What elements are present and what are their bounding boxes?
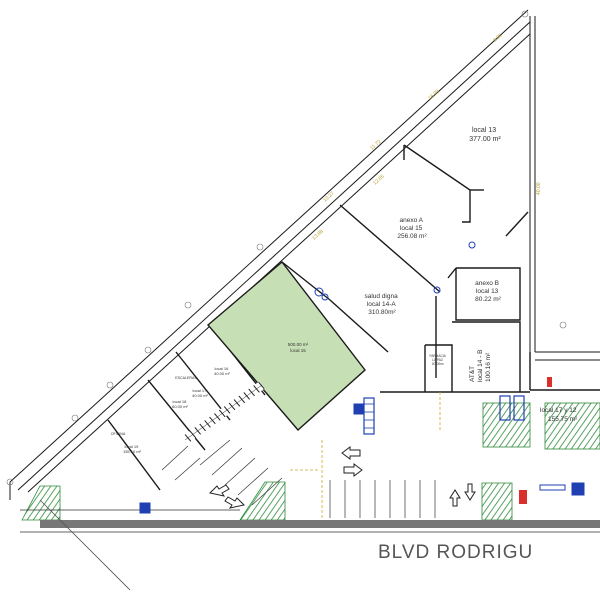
label-local-17-12: local 17 y 12 155.75 m²: [540, 407, 578, 423]
highlighted-local-name: local 15: [290, 348, 306, 353]
highlighted-local-15[interactable]: [207, 260, 366, 431]
traffic-arrows: [208, 446, 476, 509]
dimension-ticks: [6, 10, 567, 486]
label-escaleras: ESCALERAS: [175, 376, 197, 380]
svg-text:11.72: 11.72: [369, 139, 382, 152]
label-local-16: local 16 40.00 m²: [214, 366, 230, 376]
highlighted-local-area: 500.00 m²: [288, 342, 309, 347]
blue-markers: [139, 241, 585, 514]
label-local-19: local 19 155.10 m²: [123, 444, 142, 454]
red-markers: [519, 377, 552, 504]
label-local-18: local 18 60.00 m²: [172, 399, 188, 409]
sidewalk: [20, 509, 600, 533]
svg-text:9.60: 9.60: [492, 32, 503, 43]
svg-text:16.00: 16.00: [427, 89, 440, 102]
street-edge: [39, 499, 131, 591]
label-local-13: local 13 377.00 m²: [469, 127, 501, 143]
guide-lines: [290, 392, 441, 520]
parking-stalls: [161, 439, 436, 518]
local-labels: local 13 377.00 m² anexo A local 15 256.…: [111, 127, 578, 454]
label-oficina: OFICINA: [111, 432, 126, 436]
street-name: BLVD RODRIGU: [378, 542, 533, 563]
label-att: AT&T local 14 - B 100.16 m²: [469, 348, 492, 382]
building-outline: [9, 9, 600, 500]
svg-text:40.00: 40.00: [536, 182, 542, 195]
label-local-17: local 17 40.00 m²: [192, 388, 208, 398]
svg-text:13.88: 13.88: [311, 229, 324, 242]
label-anexo-a: anexo A local 15 256.08 m²: [397, 217, 427, 240]
label-anexo-b: anexo B local 13 80.22 m²: [475, 280, 501, 303]
label-salud-digna: salud digna local 14-A 310.80m²: [364, 293, 399, 316]
label-farmacia: FARMACIA LA PAZ 87.00m²: [429, 354, 446, 366]
